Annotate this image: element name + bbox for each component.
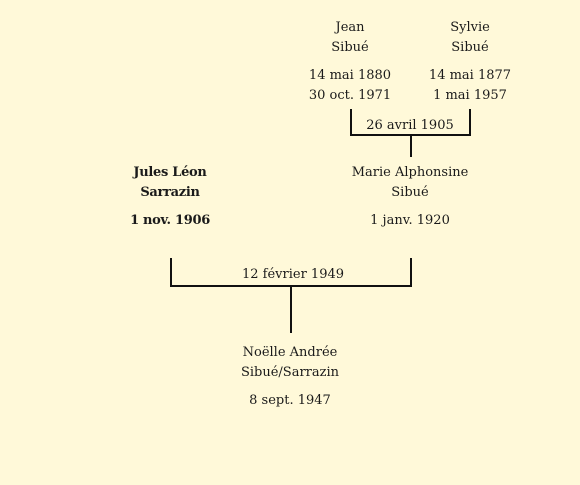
person-first-name: Marie Alphonsine (351, 165, 469, 180)
person-first-name: Sylvie (450, 20, 490, 35)
connector-line (469, 109, 471, 136)
connector-line (290, 285, 292, 333)
birth-date: 8 sept. 1947 (249, 393, 331, 408)
person-dates: 8 sept. 1947 (220, 391, 360, 411)
person-dates: 14 mai 1877 1 mai 1957 (420, 66, 520, 106)
connector-line (350, 109, 352, 136)
person-sylvie-sibue[interactable]: Sylvie Sibué 14 mai 1877 1 mai 1957 (420, 18, 520, 106)
person-first-name: Noëlle Andrée (242, 345, 338, 360)
person-last-name: Sibué/Sarrazin (240, 365, 340, 380)
person-dates: 1 janv. 1920 (340, 211, 480, 231)
person-last-name: Sibué (331, 40, 369, 55)
death-date: 1 mai 1957 (433, 88, 507, 103)
connector-line (170, 258, 172, 287)
connector-line (410, 134, 412, 157)
birth-date: 1 janv. 1920 (370, 213, 450, 228)
person-jules-leon-sarrazin[interactable]: Jules Léon Sarrazin 1 nov. 1906 (110, 163, 230, 231)
person-noelle-andree-sibue-sarrazin[interactable]: Noëlle Andrée Sibué/Sarrazin 8 sept. 194… (220, 343, 360, 411)
person-marie-alphonsine-sibue[interactable]: Marie Alphonsine Sibué 1 janv. 1920 (340, 163, 480, 231)
marriage-date: 26 avril 1905 (366, 118, 454, 133)
connector-line (410, 258, 412, 287)
person-last-name: Sibué (451, 40, 489, 55)
person-dates: 1 nov. 1906 (110, 211, 230, 231)
birth-date: 1 nov. 1906 (130, 213, 210, 228)
person-first-name: Jean (335, 20, 365, 35)
person-dates: 14 mai 1880 30 oct. 1971 (300, 66, 400, 106)
person-last-name: Sarrazin (140, 185, 200, 200)
birth-date: 14 mai 1880 (308, 68, 392, 83)
person-first-name: Jules Léon (133, 165, 207, 180)
birth-date: 14 mai 1877 (428, 68, 512, 83)
person-jean-sibue[interactable]: Jean Sibué 14 mai 1880 30 oct. 1971 (300, 18, 400, 106)
death-date: 30 oct. 1971 (308, 88, 392, 103)
person-last-name: Sibué (391, 185, 429, 200)
marriage-date: 12 février 1949 (241, 267, 345, 282)
